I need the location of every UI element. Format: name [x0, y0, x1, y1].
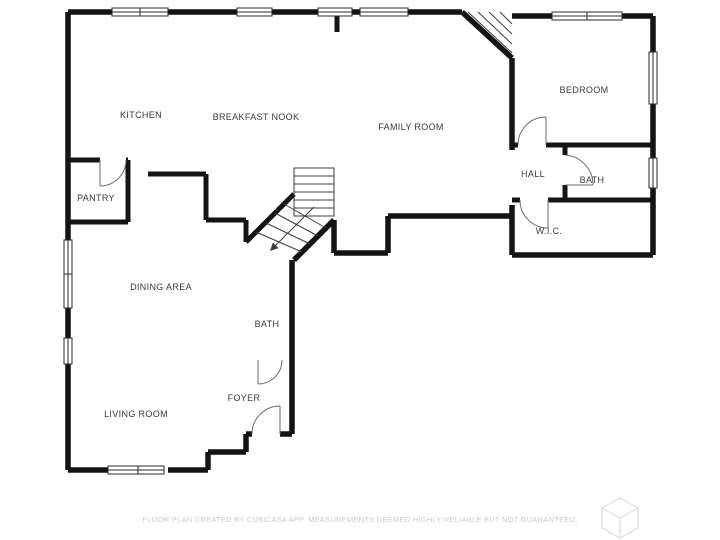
window-family-top-left: [317, 7, 353, 17]
room-label-living-room: LIVING ROOM: [104, 409, 168, 419]
room-label-foyer: FOYER: [228, 393, 261, 403]
stair-direction-arrow: [270, 206, 315, 251]
room-label-breakfast-nook: BREAKFAST NOOK: [213, 112, 300, 122]
room-label-family-room: FAMILY ROOM: [378, 122, 444, 132]
room-label-wic: W.I.C.: [536, 226, 563, 236]
exterior-walls: [65, 9, 656, 473]
stair-diagonal-treads: [255, 203, 327, 253]
staircase: [255, 167, 335, 253]
room-label-dining-area: DINING AREA: [130, 282, 192, 292]
door-arcs: [99, 116, 594, 435]
bath-upper-door: [564, 154, 594, 186]
room-label-kitchen: KITCHEN: [120, 110, 162, 120]
room-label-bedroom: BEDROOM: [560, 85, 609, 95]
interior-walls: [68, 12, 653, 244]
room-label-bath-upper: BATH: [580, 175, 605, 185]
bath-lower-door: [257, 359, 283, 385]
window-living-left: [63, 337, 73, 365]
room-label-bath-lower: BATH: [255, 319, 280, 329]
window-living-bottom: [107, 465, 165, 475]
window-bedroom-top: [551, 11, 623, 21]
window-nook-top: [236, 7, 273, 17]
pantry-door: [99, 159, 127, 187]
window-kitchen-top: [111, 7, 169, 17]
window-bath-right: [648, 157, 658, 189]
window-dining-left: [63, 239, 73, 309]
room-labels: KITCHEN BREAKFAST NOOK FAMILY ROOM BEDRO…: [77, 85, 608, 419]
room-label-pantry: PANTRY: [77, 193, 115, 203]
windows: [63, 7, 658, 475]
cubicasa-logo-watermark: [600, 497, 640, 540]
window-bedroom-right: [648, 51, 658, 105]
bedroom-door: [517, 116, 547, 146]
wic-door: [519, 199, 549, 229]
window-family-top-right: [359, 7, 409, 17]
front-entry-door: [251, 405, 281, 435]
corner-stair-hatch: [467, 11, 513, 54]
footer-disclaimer: FLOOR PLAN CREATED BY CUBICASA APP. MEAS…: [142, 515, 577, 524]
room-label-hall: HALL: [521, 169, 545, 179]
